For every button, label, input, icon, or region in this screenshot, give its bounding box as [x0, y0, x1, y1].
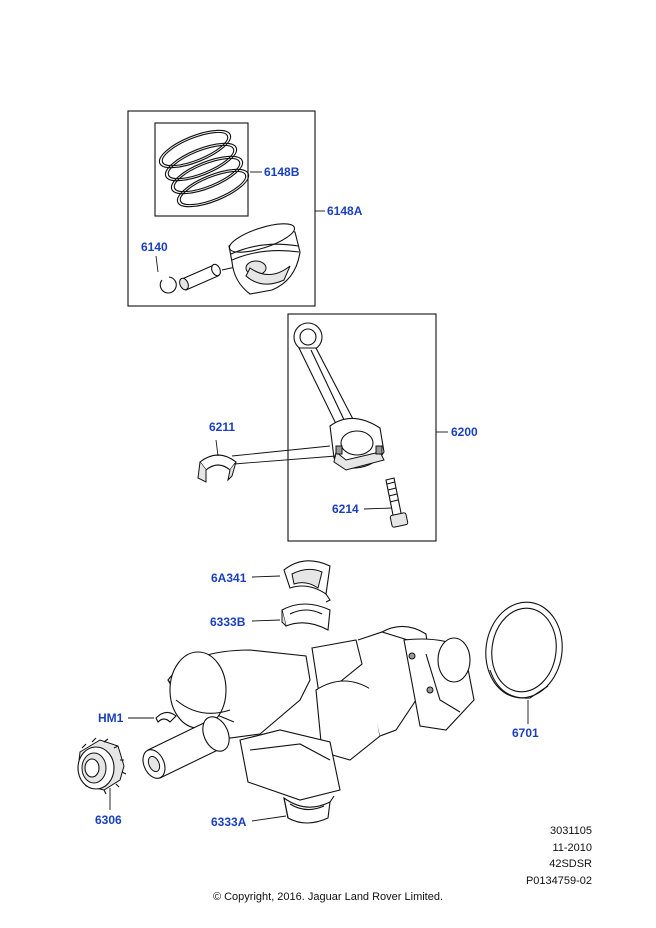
label-6200[interactable]: 6200	[451, 425, 478, 439]
piston-rings	[158, 129, 250, 208]
piston	[228, 223, 301, 295]
conrod-group	[197, 313, 448, 542]
main-bearing-lower	[283, 795, 335, 824]
label-6701[interactable]: 6701	[512, 726, 539, 740]
main-bearing-upper	[281, 603, 331, 631]
label-6211[interactable]: 6211	[209, 420, 236, 434]
crank-sprocket	[77, 737, 127, 795]
label-6140[interactable]: 6140	[141, 240, 168, 254]
copyright-notice: © Copyright, 2016. Jaguar Land Rover Lim…	[212, 891, 444, 903]
label-6306[interactable]: 6306	[95, 813, 122, 827]
conrod-box	[287, 313, 437, 542]
meta-date: 11-2010	[552, 842, 592, 854]
circlip	[159, 276, 177, 294]
label-6148A[interactable]: 6148A	[327, 204, 363, 218]
woodruff-key	[155, 711, 177, 723]
label-6333B[interactable]: 6333B	[210, 615, 246, 629]
rod-bolt	[385, 477, 409, 528]
rear-oil-seal	[485, 601, 563, 699]
meta-code-2: 42SDSR	[549, 858, 592, 870]
piston-kit-box	[127, 110, 316, 307]
meta-ref: P0134759-02	[525, 875, 592, 887]
label-6333A[interactable]: 6333A	[211, 815, 247, 829]
thrust-washer	[283, 560, 331, 603]
label-6A341[interactable]: 6A341	[211, 571, 247, 585]
meta-code-1: 3031105	[549, 825, 592, 837]
connecting-rod	[293, 322, 385, 471]
crankshaft	[142, 625, 475, 801]
rod-bearing-shell	[197, 454, 237, 483]
label-6148B[interactable]: 6148B	[264, 165, 300, 179]
label-6214[interactable]: 6214	[332, 502, 359, 516]
piston-pin	[179, 263, 221, 291]
piston-group	[127, 110, 325, 307]
label-HM1[interactable]: HM1	[98, 711, 124, 725]
ring-set-box	[154, 122, 249, 217]
